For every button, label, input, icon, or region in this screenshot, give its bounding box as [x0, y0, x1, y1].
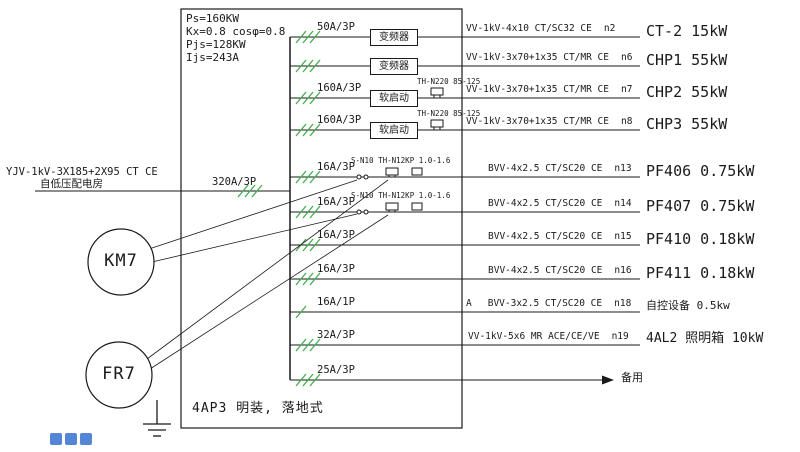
branch-cable-label: BVV-4x2.5 CT/SC20 CE n15 — [488, 231, 632, 243]
km7-circle — [87, 228, 155, 296]
branch-breaker-label: 16A/1P — [317, 296, 355, 308]
incoming-breaker-label: 320A/3P — [212, 176, 257, 188]
vfd-box: 变频器 — [370, 58, 418, 75]
cable-spec: BVV-3x2.5 CT/SC20 CE — [487, 298, 603, 309]
incoming-source-label: 自低压配电房 — [40, 178, 103, 190]
thermal-relay-tag: FR7 — [102, 364, 136, 385]
vfd-box: 变频器 — [370, 29, 418, 46]
soft-start-relay-symbols — [430, 87, 444, 130]
contactor-tag: KM7 — [104, 251, 138, 272]
circuit-number: n15 — [614, 231, 632, 242]
branch-cable-label: BVV-4x2.5 CT/SC20 CE n14 — [488, 198, 632, 210]
panel-info-line: Pjs=128KW — [186, 38, 246, 51]
circuit-number: n6 — [621, 52, 633, 63]
branch-breaker-label: 16A/3P — [317, 161, 355, 173]
cable-spec: VV-1kV-3x70+1x35 CT/MR CE — [466, 116, 609, 127]
branch-cable-label: VV-1kV-3x70+1x35 CT/MR CE n8 — [466, 116, 633, 128]
panel-info-block: Ps=160KW Kx=0.8 cosφ=0.8 Pjs=128KW Ijs=2… — [186, 12, 285, 64]
load-label: PF407 0.75kW — [646, 197, 755, 215]
branch-breaker-label: 16A/3P — [317, 229, 355, 241]
branch-breaker-label: 32A/3P — [317, 329, 355, 341]
incoming-cable-label: YJV-1kV-3X185+2X95 CT CE — [6, 166, 158, 178]
branch-cable-label: VV-1kV-5x6 MR ACE/CE/VE n19 — [468, 331, 629, 343]
circuit-number: n2 — [603, 23, 616, 34]
load-label: CHP3 55kW — [646, 115, 728, 133]
load-label: PF410 0.18kW — [646, 230, 755, 248]
breaker-marks — [237, 30, 321, 387]
circuit-number: n13 — [614, 163, 632, 174]
branch-breaker-label: 25A/3P — [317, 364, 355, 376]
branch-cable-label: VV-1kV-3x70+1x35 CT/MR CE n7 — [466, 84, 633, 96]
branch-breaker-label: 16A/3P — [317, 263, 355, 275]
load-label: 4AL2 照明箱 10kW — [646, 331, 764, 346]
branch-lines — [290, 36, 640, 381]
starter-spec-label: S-N10 TH-N12KP 1.0-1.6 — [351, 191, 451, 200]
watermark — [50, 431, 95, 449]
load-label: 自控设备 0.5kw — [646, 299, 730, 312]
watermark-mark — [65, 433, 77, 445]
cable-spec: BVV-4x2.5 CT/SC20 CE — [488, 231, 603, 242]
branch-breaker-label: 16A/3P — [317, 196, 355, 208]
branch-cable-label: BVV-4x2.5 CT/SC20 CE n13 — [488, 163, 632, 175]
load-label: CHP2 55kW — [646, 83, 728, 101]
spare-arrow — [602, 375, 614, 385]
panel-info-line: Ijs=243A — [186, 51, 239, 64]
branch-cable-label: VV-1kV-4x10 CT/SC32 CE n2 — [466, 23, 616, 35]
load-label: CHP1 55kW — [646, 51, 728, 69]
relay-spec-label: TH-N220 85-125 — [417, 109, 481, 118]
cable-spec: BVV-4x2.5 CT/SC20 CE — [488, 163, 603, 174]
load-label: PF406 0.75kW — [646, 162, 755, 180]
cable-spec: VV-1kV-5x6 MR ACE/CE/VE — [468, 331, 600, 342]
branch-cable-label: BVV-4x2.5 CT/SC20 CE n16 — [488, 265, 632, 277]
panel-info-line: Ps=160KW — [186, 12, 239, 25]
branch-cable-label: VV-1kV-3x70+1x35 CT/MR CE n6 — [466, 52, 633, 64]
circuit-number: n18 — [614, 298, 632, 309]
starter-symbols — [356, 167, 423, 215]
cable-spec: BVV-4x2.5 CT/SC20 CE — [488, 198, 603, 209]
panel-name-label: 4AP3 明装, 落地式 — [192, 401, 324, 416]
branch-breaker-label: 50A/3P — [317, 21, 355, 33]
watermark-mark — [50, 433, 62, 445]
branch-breaker-label: 160A/3P — [317, 82, 362, 94]
load-label: CT-2 15kW — [646, 22, 728, 40]
cable-spec: BVV-4x2.5 CT/SC20 CE — [488, 265, 603, 276]
circuit-number: n14 — [614, 198, 632, 209]
cable-spec: VV-1kV-3x70+1x35 CT/MR CE — [466, 84, 609, 95]
circuit-number: n19 — [611, 331, 629, 342]
panel-outline — [180, 8, 463, 429]
circuit-number: n7 — [621, 84, 633, 95]
circuit-number: n16 — [614, 265, 632, 276]
cable-spec: VV-1kV-4x10 CT/SC32 CE — [466, 23, 592, 34]
branch-cable-label: A BVV-3x2.5 CT/SC20 CE n18 — [466, 298, 632, 310]
circuit-number: n8 — [621, 116, 633, 127]
spare-label: 备用 — [621, 371, 643, 384]
soft-start-box: 软启动 — [370, 90, 418, 107]
relay-spec-label: TH-N220 85-125 — [417, 77, 481, 86]
watermark-mark — [80, 433, 92, 445]
branch-breaker-label: 160A/3P — [317, 114, 362, 126]
load-label: PF411 0.18kW — [646, 264, 755, 282]
cable-spec: VV-1kV-3x70+1x35 CT/MR CE — [466, 52, 609, 63]
phase-label: A — [466, 298, 472, 309]
ground-symbol — [143, 400, 171, 437]
soft-start-box: 软启动 — [370, 122, 418, 139]
annotation-lines — [146, 179, 389, 370]
starter-spec-label: S-N10 TH-N12KP 1.0-1.6 — [351, 156, 451, 165]
fr7-circle — [85, 341, 153, 409]
panel-info-line: Kx=0.8 cosφ=0.8 — [186, 25, 286, 38]
